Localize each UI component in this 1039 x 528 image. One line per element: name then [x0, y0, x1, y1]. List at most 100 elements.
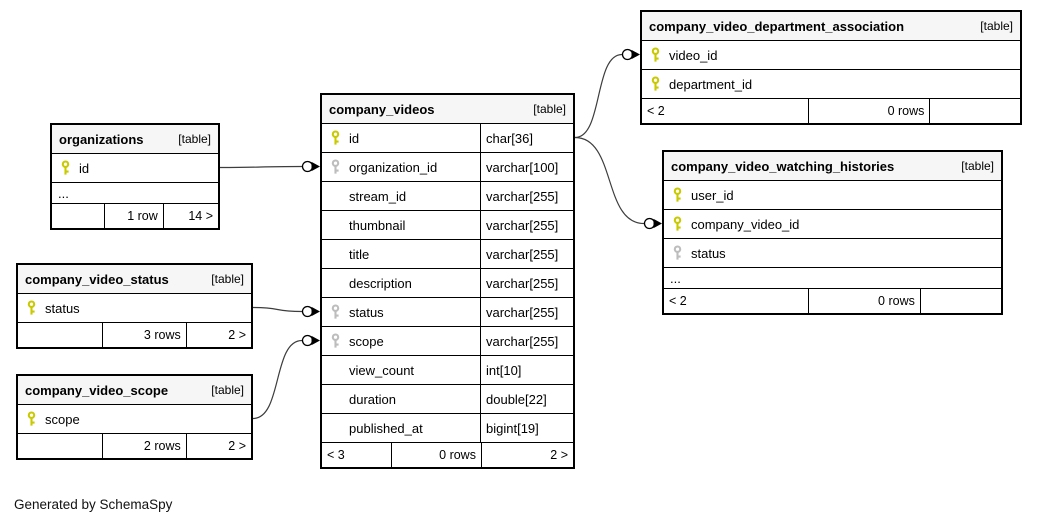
- column-name: status: [45, 300, 80, 316]
- table-header[interactable]: company_video_watching_histories [table]: [664, 152, 1001, 180]
- primary-key-icon: [52, 160, 79, 176]
- footer-degree-out: 14 >: [162, 204, 218, 228]
- primary-key-icon: [642, 76, 669, 92]
- table-header[interactable]: company_video_department_association [tab…: [642, 12, 1020, 40]
- table-name[interactable]: company_video_scope: [25, 382, 169, 398]
- footer-degree-in: < 2: [647, 104, 665, 118]
- column-name: title: [349, 246, 370, 262]
- primary-key-icon: [322, 130, 349, 146]
- table-company_video_watching_histories[interactable]: company_video_watching_histories [table] u…: [662, 150, 1003, 315]
- table-company_video_department_association[interactable]: company_video_department_association [tab…: [640, 10, 1022, 125]
- table-header[interactable]: company_video_scope [table]: [18, 376, 251, 404]
- primary-key-icon: [18, 411, 45, 427]
- column-name: id: [349, 130, 360, 146]
- table-header[interactable]: company_video_status[table]: [18, 265, 251, 293]
- column-type: int[10]: [480, 356, 573, 384]
- table-name[interactable]: organizations: [59, 131, 144, 147]
- column-row-department_id: department_id: [642, 69, 1020, 98]
- footer-row-count: 0 rows: [807, 99, 930, 123]
- column-type: varchar[255]: [480, 298, 573, 326]
- table-type-tag: [table]: [178, 132, 211, 146]
- column-type: varchar[255]: [480, 269, 573, 297]
- column-name: description: [349, 275, 412, 291]
- relationship-company_video_status-to-company_videos: [252, 305, 320, 318]
- relationship-company_videos-to-company_video_department_association: [574, 48, 640, 139]
- column-row-id: id char[36]: [322, 123, 573, 152]
- relationship-organizations-to-company_videos: [219, 160, 320, 173]
- table-type-tag: [table]: [211, 383, 244, 397]
- foreign-key-icon: [322, 333, 349, 349]
- column-type: varchar[255]: [480, 327, 573, 355]
- footer-degree-in: < 2: [669, 294, 687, 308]
- column-name: thumbnail: [349, 217, 406, 233]
- hidden-columns-ellipsis: ...: [664, 267, 1001, 288]
- column-type: varchar[255]: [480, 240, 573, 268]
- table-name[interactable]: company_video_status: [25, 271, 169, 287]
- column-name: status: [691, 245, 726, 261]
- column-row-title: title varchar[255]: [322, 239, 573, 268]
- column-row-id: id: [52, 153, 218, 182]
- foreign-key-icon: [664, 245, 691, 261]
- column-type: varchar[255]: [480, 211, 573, 239]
- footer-degree-out: 2 >: [480, 443, 573, 467]
- table-name[interactable]: company_video_department_association: [649, 18, 905, 34]
- footer-degree-out: [919, 289, 1001, 313]
- column-row-duration: duration double[22]: [322, 384, 573, 413]
- footer-degree-in: [18, 434, 102, 458]
- column-row-stream_id: stream_id varchar[255]: [322, 181, 573, 210]
- table-name[interactable]: company_videos: [329, 101, 435, 117]
- column-name: scope: [45, 411, 80, 427]
- table-footer: < 2 0 rows: [664, 288, 1001, 313]
- footer-degree-in: < 3: [327, 448, 345, 462]
- primary-key-icon: [664, 187, 691, 203]
- column-type: varchar[255]: [480, 182, 573, 210]
- column-row-user_id: user_id: [664, 180, 1001, 209]
- column-row-status: status: [18, 293, 251, 322]
- column-name: company_video_id: [691, 216, 800, 232]
- column-name: video_id: [669, 47, 718, 63]
- column-type: double[22]: [480, 385, 573, 413]
- column-row-video_id: video_id: [642, 40, 1020, 69]
- foreign-key-icon: [322, 159, 349, 175]
- footer-degree-out: [929, 99, 1020, 123]
- relationship-company_videos-to-company_video_watching_histories: [574, 136, 662, 230]
- column-row-status: status: [664, 238, 1001, 267]
- generated-by-note: Generated by SchemaSpy: [14, 497, 173, 512]
- foreign-key-icon: [322, 304, 349, 320]
- column-name: view_count: [349, 362, 415, 378]
- footer-degree-out: 2 >: [185, 434, 251, 458]
- primary-key-icon: [664, 216, 691, 232]
- table-type-tag: [table]: [980, 19, 1013, 33]
- footer-row-count: 2 rows: [102, 434, 185, 458]
- footer-row-count: 0 rows: [391, 443, 481, 467]
- column-name: stream_id: [349, 188, 407, 204]
- table-type-tag: [table]: [533, 102, 566, 116]
- column-name: scope: [349, 333, 384, 349]
- column-name: duration: [349, 391, 396, 407]
- column-name: user_id: [691, 187, 734, 203]
- hidden-columns-ellipsis: ...: [52, 182, 218, 203]
- footer-degree-in: [52, 204, 104, 228]
- column-name: published_at: [349, 420, 423, 436]
- footer-row-count: 1 row: [103, 204, 163, 228]
- relationship-company_video_scope-to-company_videos: [252, 334, 320, 420]
- table-header[interactable]: organizations [table]: [52, 125, 218, 153]
- column-row-view_count: view_count int[10]: [322, 355, 573, 384]
- column-row-company_video_id: company_video_id: [664, 209, 1001, 238]
- table-name[interactable]: company_video_watching_histories: [671, 158, 895, 174]
- footer-row-count: 0 rows: [808, 289, 920, 313]
- column-name: id: [79, 160, 90, 176]
- table-header[interactable]: company_videos [table]: [322, 95, 573, 123]
- column-type: char[36]: [480, 124, 573, 152]
- table-type-tag: [table]: [961, 159, 994, 173]
- column-row-thumbnail: thumbnail varchar[255]: [322, 210, 573, 239]
